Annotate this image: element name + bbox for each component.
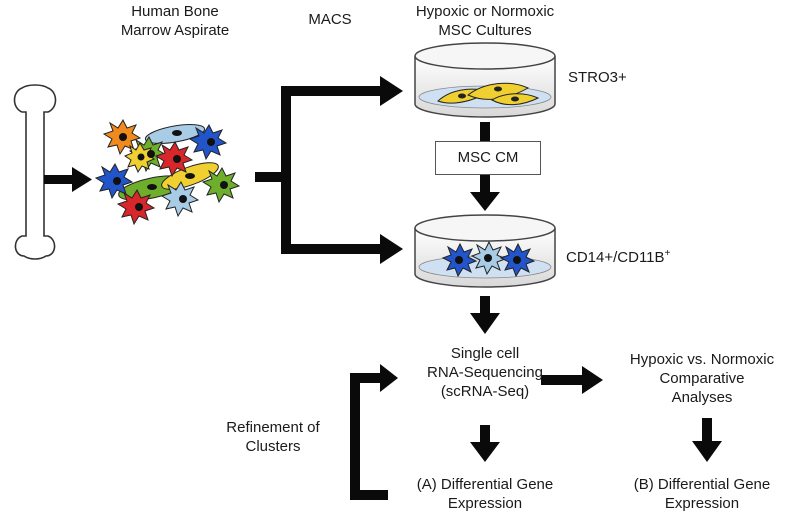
label-refinement-line2: Clusters [245, 438, 301, 455]
label-diffA-line2: Expression [447, 495, 523, 512]
arrow-bone-to-cells [44, 167, 92, 192]
arrow-cm-to-monocyte-dish [470, 175, 500, 211]
label-diffB-line1: (B) Differential Gene [633, 476, 771, 493]
label-cd14: CD14+/CD11B+ [566, 244, 670, 267]
label-diffA: (A) Differential Gene Expression [392, 475, 578, 513]
label-scrna-line2: RNA-Sequencing [427, 364, 543, 381]
label-macs: MACS [300, 10, 360, 29]
label-scrna-line3: (scRNA-Seq) [440, 383, 530, 400]
arrow-scrna-to-comparative [541, 366, 603, 394]
msc-culture-dish [414, 42, 556, 118]
label-diffB: (B) Differential Gene Expression [612, 475, 792, 513]
label-cd14-sup: + [664, 248, 671, 259]
label-comparative: Hypoxic vs. Normoxic Comparative Analyse… [612, 350, 792, 407]
label-stro3: STRO3+ [568, 68, 627, 87]
monocyte-culture-dish [414, 214, 556, 288]
arrow-comparative-to-diffB [692, 418, 722, 462]
label-comparative-line3: Analyses [671, 389, 733, 406]
label-scrna-line1: Single cell [450, 345, 520, 362]
label-msc-cultures: Hypoxic or Normoxic MSC Cultures [395, 2, 575, 40]
label-macs-text: MACS [308, 11, 352, 28]
label-culture-line2: MSC Cultures [438, 22, 532, 39]
label-comparative-line1: Hypoxic vs. Normoxic [629, 351, 775, 368]
arrow-fork-to-cultures [255, 76, 403, 264]
bone-icon [13, 84, 57, 260]
label-diffB-line2: Expression [664, 495, 740, 512]
arrow-dish-to-scrna [470, 296, 500, 334]
msc-cm-box: MSC CM [435, 141, 541, 175]
label-culture-line1: Hypoxic or Normoxic [415, 3, 555, 20]
label-msc-cm: MSC CM [457, 149, 519, 166]
arrow-scrna-to-diffA [470, 425, 500, 462]
label-cd14-text: CD14+/CD11B [566, 249, 665, 266]
label-bone-marrow-aspirate: Human Bone Marrow Aspirate [105, 2, 245, 40]
label-scrna-seq: Single cell RNA-Sequencing (scRNA-Seq) [400, 344, 570, 401]
label-stro3-text: STRO3+ [568, 69, 627, 86]
label-refinement: Refinement of Clusters [218, 418, 328, 456]
label-refinement-line1: Refinement of [226, 419, 320, 436]
label-diffA-line1: (A) Differential Gene [416, 476, 554, 493]
bone-marrow-cell-cluster [94, 118, 241, 226]
label-source-line1: Human Bone [131, 3, 219, 20]
label-source-line2: Marrow Aspirate [120, 22, 230, 39]
refinement-loop-bracket [350, 364, 398, 500]
label-comparative-line2: Comparative [659, 370, 745, 387]
arrow-dish-to-cm [480, 122, 490, 142]
